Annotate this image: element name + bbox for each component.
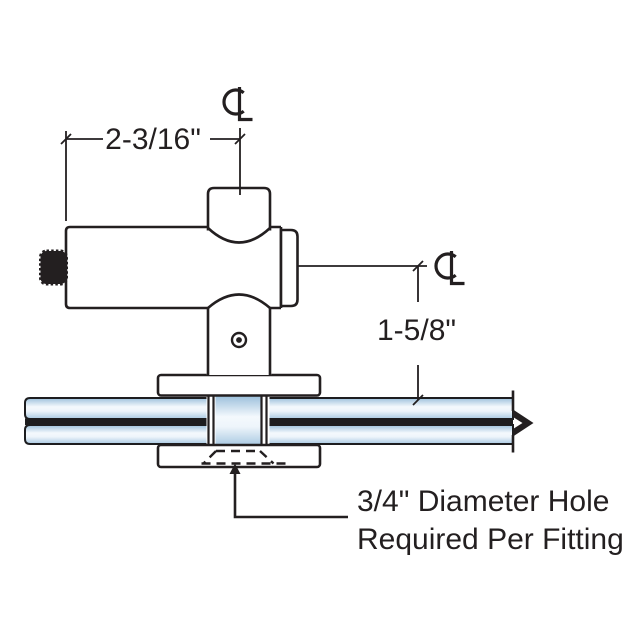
tick-mark xyxy=(412,394,424,406)
hole-note-line2: Required Per Fitting xyxy=(357,523,624,556)
centerline-icon xyxy=(434,251,465,286)
glass-hole-bushing xyxy=(206,396,270,446)
top-cylinder-fill xyxy=(206,186,272,243)
bottom-disc xyxy=(156,443,322,469)
post-saddle-curve xyxy=(207,293,271,309)
end-cap xyxy=(279,228,299,308)
vertical-dimension-label: 1-5/8" xyxy=(377,314,457,347)
tick-mark xyxy=(60,133,72,145)
hole-note-line1: 3/4" Diameter Hole xyxy=(357,485,610,518)
tick-mark xyxy=(412,260,424,272)
dimension-vertical xyxy=(297,260,427,406)
fitting-body xyxy=(39,186,299,375)
threaded-stud xyxy=(39,249,68,286)
centerline-icon xyxy=(222,87,253,122)
dimension-horizontal xyxy=(60,128,246,221)
leader-line xyxy=(229,463,348,519)
horizontal-dimension-label: 2-3/16" xyxy=(105,123,201,156)
cylinder-saddle-curve xyxy=(207,227,271,244)
top-cylinder xyxy=(206,186,272,231)
break-symbol xyxy=(511,390,534,453)
countersink-hidden-lines xyxy=(201,449,292,465)
top-flange xyxy=(156,373,322,397)
support-post xyxy=(206,308,272,375)
tick-mark xyxy=(234,133,246,145)
leader-arrowhead xyxy=(229,463,241,474)
pivot-hole-center xyxy=(236,337,242,343)
